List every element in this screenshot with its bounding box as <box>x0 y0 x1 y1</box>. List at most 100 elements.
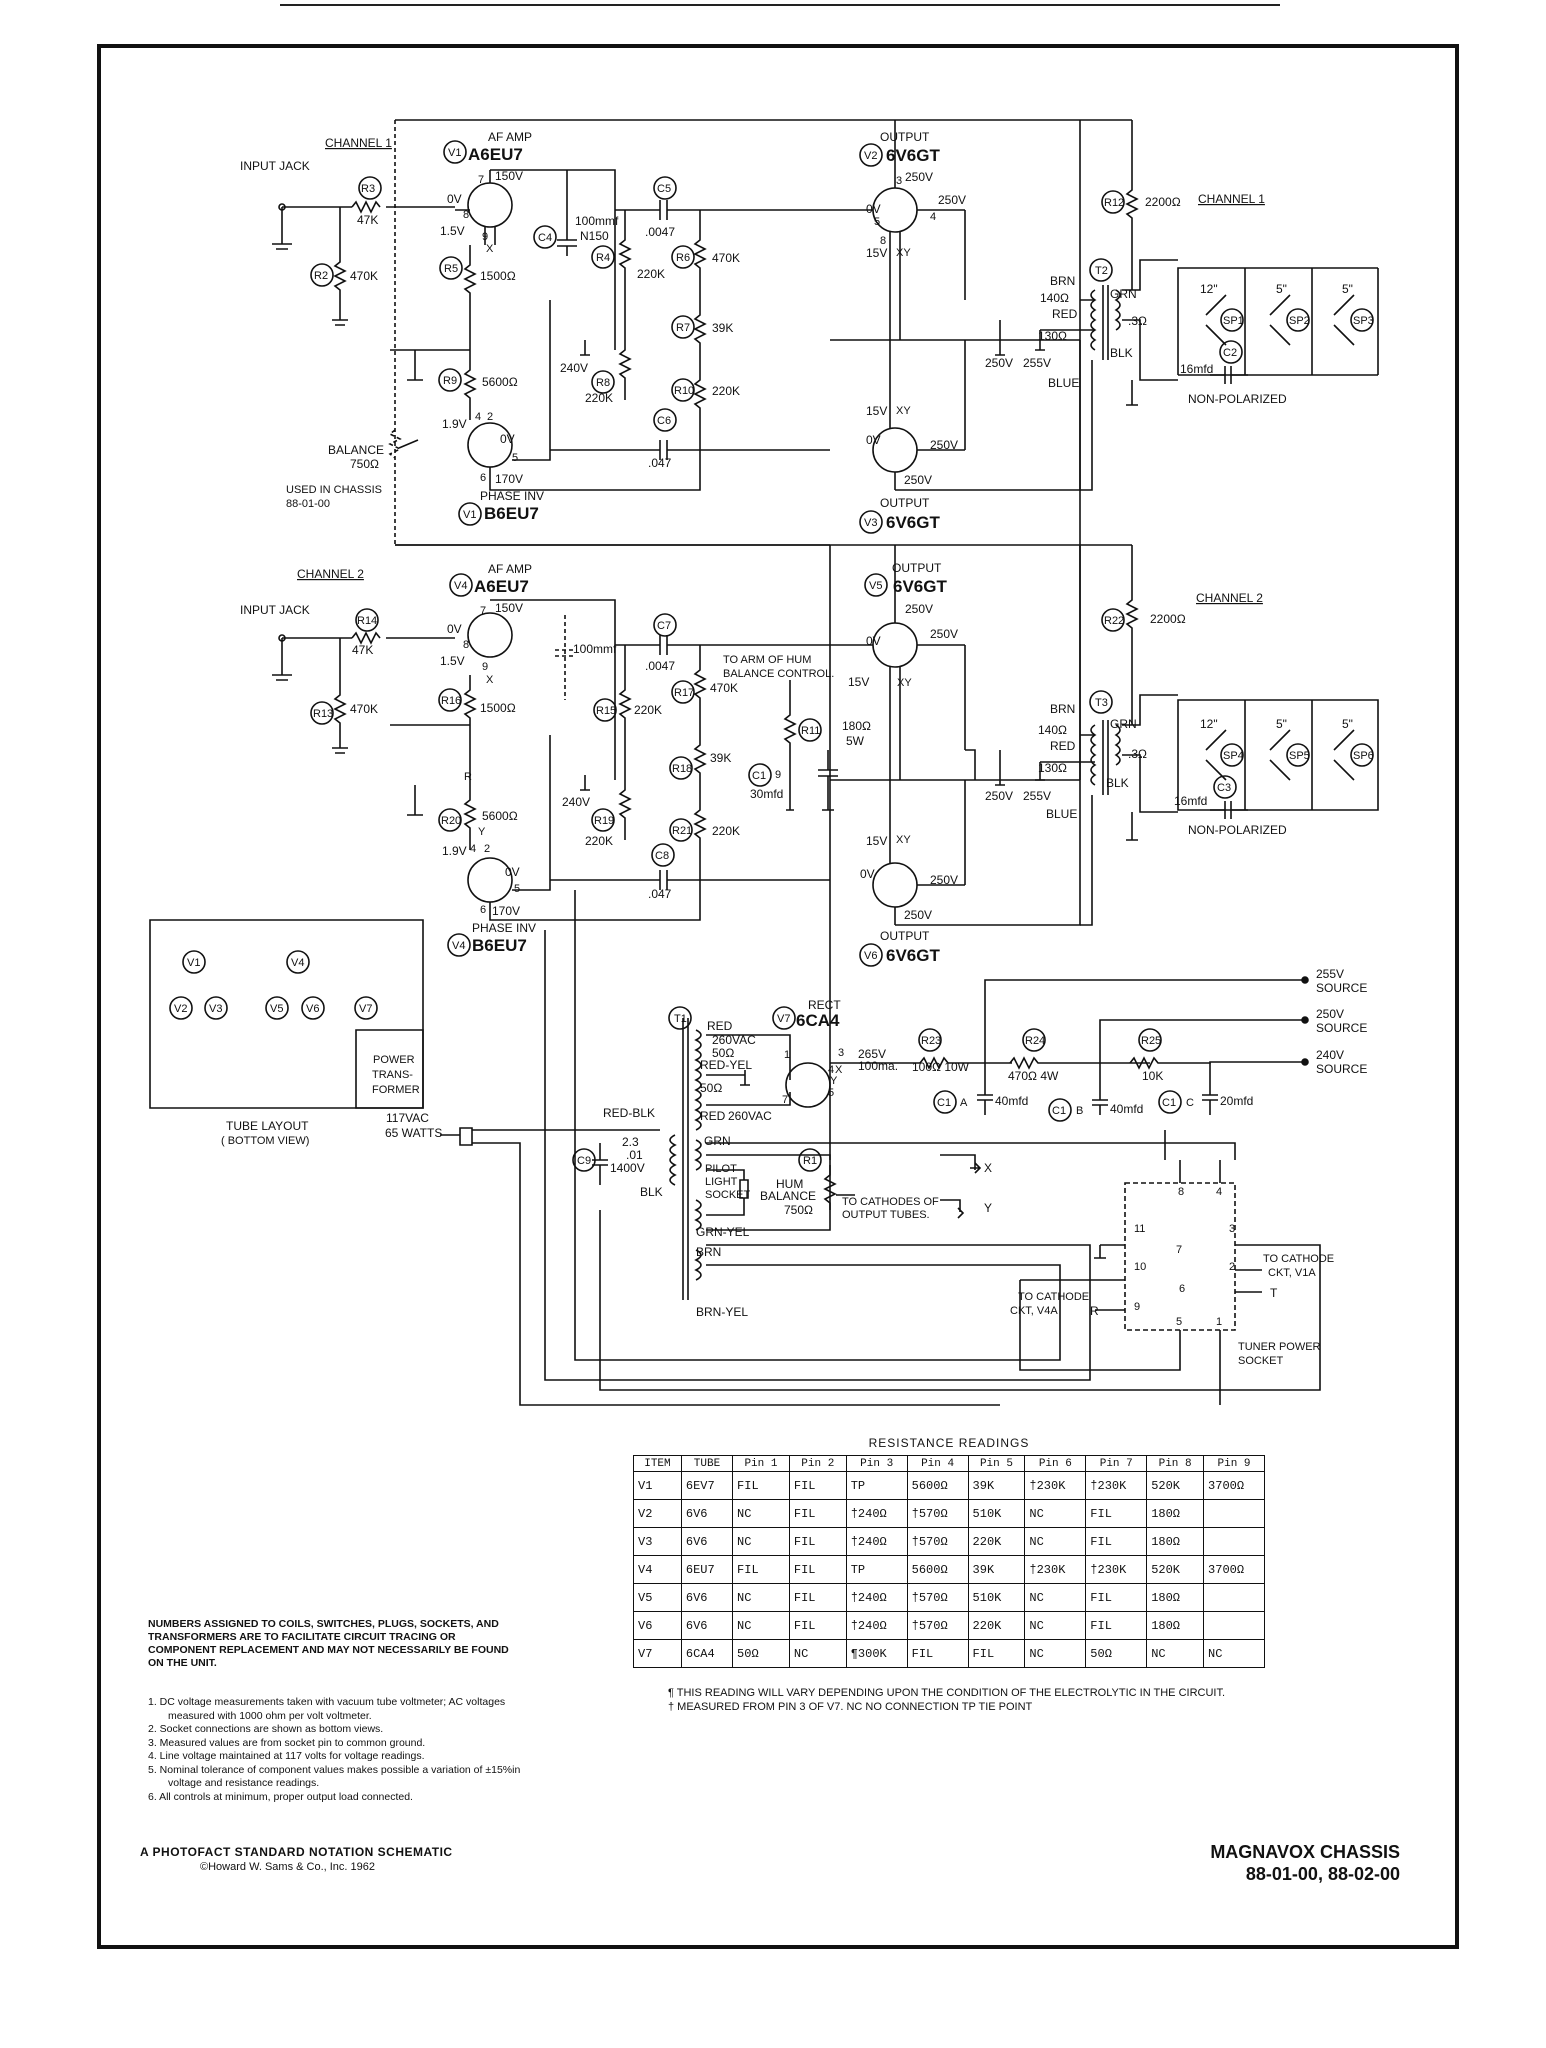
svg-text:4: 4 <box>828 1064 834 1076</box>
model-line-1: MAGNAVOX CHASSIS <box>1210 1842 1400 1862</box>
svg-text:150V: 150V <box>495 601 523 615</box>
svg-text:SP1: SP1 <box>1223 315 1244 327</box>
svg-text:POWER: POWER <box>373 1054 415 1066</box>
svg-text:SOURCE: SOURCE <box>1316 1021 1367 1035</box>
svg-text:.0047: .0047 <box>645 659 675 673</box>
svg-text:R1: R1 <box>803 1155 817 1167</box>
table-cell: 6V6 <box>680 1527 734 1556</box>
table-cell: †240Ω <box>845 1611 908 1640</box>
svg-text:RED-YEL: RED-YEL <box>700 1058 752 1072</box>
svg-text:130Ω: 130Ω <box>1038 761 1067 775</box>
svg-text:470K: 470K <box>712 251 740 265</box>
svg-text:6CA4: 6CA4 <box>796 1011 840 1030</box>
svg-text:7: 7 <box>782 1094 788 1106</box>
svg-text:250V: 250V <box>930 627 958 641</box>
svg-text:V6: V6 <box>306 1003 319 1015</box>
transformer-t2: T2 BRN 140Ω RED 130Ω BLUE GRN .3Ω BLK 25… <box>985 258 1147 390</box>
svg-text:C: C <box>1186 1097 1194 1109</box>
svg-text:X: X <box>486 674 494 686</box>
rectifier-v7: V7 RECT 6CA4 1 3 7 4 X Y 5 <box>772 998 844 1108</box>
svg-text:1: 1 <box>1216 1316 1222 1328</box>
table-cell: 6CA4 <box>680 1639 734 1668</box>
svg-text:V5: V5 <box>270 1003 283 1015</box>
resistor-r8: R8 240V 220K <box>560 300 632 405</box>
table-header-cell: ITEM <box>633 1455 682 1472</box>
svg-text:BLK: BLK <box>1106 776 1129 790</box>
svg-text:50Ω: 50Ω <box>700 1081 722 1095</box>
svg-text:BALANCE: BALANCE <box>328 443 384 457</box>
svg-text:Y: Y <box>830 1075 838 1087</box>
svg-text:6V6GT: 6V6GT <box>893 577 947 596</box>
table-cell: V5 <box>633 1583 682 1612</box>
svg-text:R25: R25 <box>1141 1035 1161 1047</box>
capacitor-c7: C7 .0047 <box>615 613 700 673</box>
resistor-r10: R10 220K <box>671 370 740 450</box>
svg-text:220K: 220K <box>585 391 613 405</box>
svg-text:X: X <box>984 1161 992 1175</box>
table-header-cell: Pin 4 <box>906 1455 969 1472</box>
hum-balance-control[interactable]: R1 HUM BALANCE 750Ω TO CATHODES OF OUTPU… <box>760 1148 939 1225</box>
svg-text:TUNER POWER: TUNER POWER <box>1238 1341 1321 1353</box>
svg-text:255V: 255V <box>1316 967 1344 981</box>
table-header-cell: Pin 9 <box>1203 1455 1265 1472</box>
svg-text:250V: 250V <box>985 789 1013 803</box>
table-cell: FIL <box>788 1527 847 1556</box>
svg-text:47K: 47K <box>352 643 373 657</box>
svg-text:( BOTTOM VIEW): ( BOTTOM VIEW) <box>221 1135 309 1147</box>
svg-text:150V: 150V <box>495 169 523 183</box>
table-cell: †240Ω <box>845 1499 908 1528</box>
svg-text:TO CATHODE: TO CATHODE <box>1263 1253 1334 1265</box>
svg-text:R20: R20 <box>441 815 461 827</box>
table-cell: 6EU7 <box>680 1555 734 1584</box>
table-header-cell: TUBE <box>680 1455 734 1472</box>
svg-text:140Ω: 140Ω <box>1040 291 1069 305</box>
note-item: 1. DC voltage measurements taken with va… <box>148 1696 506 1722</box>
input-jack-1[interactable] <box>278 203 286 211</box>
svg-text:R15: R15 <box>596 705 616 717</box>
svg-text:750Ω: 750Ω <box>350 457 379 471</box>
svg-text:220K: 220K <box>634 703 662 717</box>
page-top-rule <box>280 4 1280 6</box>
table-cell: 3700Ω <box>1203 1555 1265 1584</box>
svg-text:SOURCE: SOURCE <box>1316 1062 1367 1076</box>
svg-text:BRN: BRN <box>1050 702 1075 716</box>
speaker-sp5 <box>1286 743 1310 767</box>
notes-list: 1. DC voltage measurements taken with va… <box>148 1696 528 1804</box>
svg-text:C2: C2 <box>1223 347 1237 359</box>
svg-text:180Ω: 180Ω <box>842 719 871 733</box>
svg-text:.0047: .0047 <box>645 225 675 239</box>
svg-text:C1: C1 <box>1162 1097 1176 1109</box>
svg-text:470K: 470K <box>350 702 378 716</box>
svg-text:2200Ω: 2200Ω <box>1150 612 1186 626</box>
input-jack-2[interactable] <box>278 634 286 642</box>
svg-text:250V: 250V <box>930 438 958 452</box>
table-cell: 220K <box>967 1527 1026 1556</box>
table-cell: FIL <box>1085 1499 1148 1528</box>
table-cell: †240Ω <box>845 1583 908 1612</box>
svg-text:C7: C7 <box>657 620 671 632</box>
svg-text:470K: 470K <box>710 681 738 695</box>
svg-text:1: 1 <box>784 1049 790 1061</box>
svg-text:88-01-00: 88-01-00 <box>286 498 330 510</box>
svg-text:6: 6 <box>1179 1283 1185 1295</box>
table-cell: 510K <box>967 1499 1026 1528</box>
speaker-group-1: SP1 SP2 SP3 12" 5" 5" C2 16mfd NON-POLAR… <box>1126 267 1379 406</box>
svg-text:V2: V2 <box>174 1003 187 1015</box>
svg-text:8: 8 <box>1178 1186 1184 1198</box>
table-cell: 6V6 <box>680 1583 734 1612</box>
svg-text:250V: 250V <box>904 473 932 487</box>
svg-text:XY: XY <box>896 834 911 846</box>
svg-text:5W: 5W <box>846 734 865 748</box>
svg-text:V3: V3 <box>864 517 877 529</box>
svg-text:R8: R8 <box>596 377 610 389</box>
svg-text:15V: 15V <box>866 834 887 848</box>
table-cell: 520K <box>1146 1471 1205 1500</box>
balance-control[interactable]: BALANCE 750Ω USED IN CHASSIS 88-01-00 <box>286 120 419 545</box>
svg-text:220K: 220K <box>712 824 740 838</box>
table-cell: FIL <box>788 1611 847 1640</box>
table-cell: NC <box>788 1639 847 1668</box>
svg-text:1.5V: 1.5V <box>440 654 465 668</box>
svg-text:.3Ω: .3Ω <box>1128 747 1147 761</box>
tuner-power-socket[interactable]: 8 4 11 7 3 10 2 6 9 5 1 TUNER POWER SOCK… <box>1010 1182 1334 1367</box>
